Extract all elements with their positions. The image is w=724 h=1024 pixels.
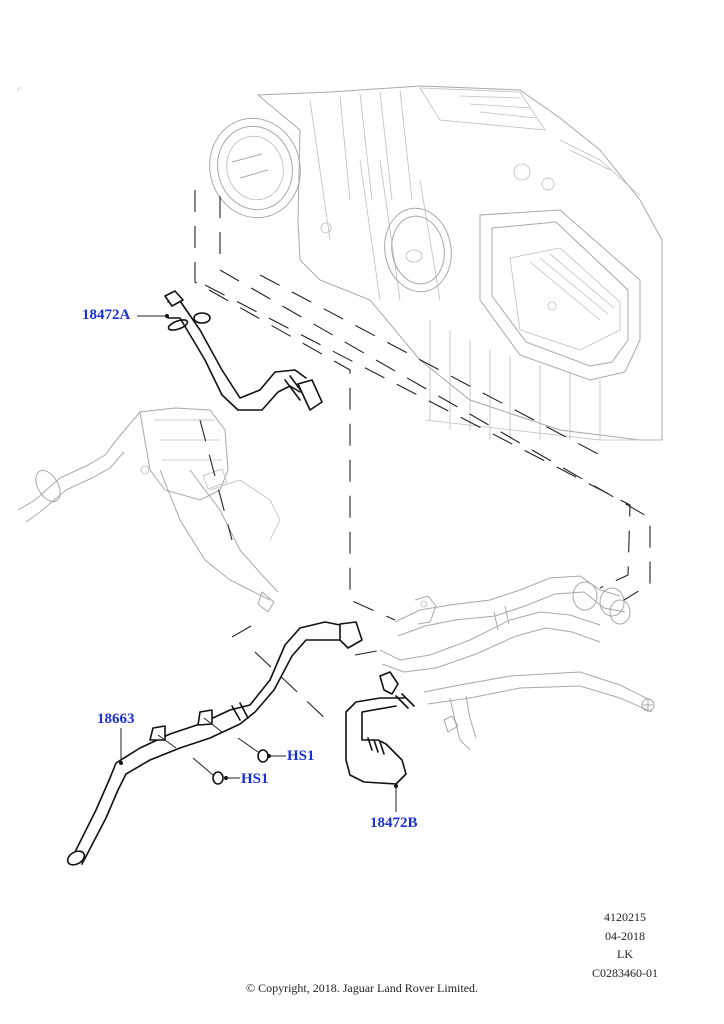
engine-coolant-pipes	[379, 575, 631, 673]
callout-hs1-upper[interactable]: HS1	[287, 748, 315, 764]
illustration-number: 4120215	[604, 910, 646, 924]
heater-hose-18472b[interactable]	[345, 671, 415, 812]
illustration-date: 04-2018	[605, 928, 645, 943]
water-pump-valve-assembly	[17, 407, 281, 613]
reference-block: 4120215 04-2018 LK C0283460-01	[570, 908, 680, 982]
callout-18472b[interactable]: 18472B	[370, 815, 418, 831]
corner-mark	[17, 87, 22, 92]
bolt-hs1-lower[interactable]	[192, 757, 240, 785]
assembly-guide-lines	[194, 190, 651, 726]
heater-pipe-18663[interactable]	[65, 621, 363, 868]
copyright-notice: © Copyright, 2018. Jaguar Land Rover Lim…	[245, 981, 479, 995]
heater-hvac-unit	[209, 85, 663, 441]
lower-coolant-tube	[423, 671, 655, 751]
callout-leaders	[119, 314, 169, 765]
heater-hose-18472a[interactable]	[164, 290, 323, 411]
bolt-hs1-upper[interactable]	[237, 737, 286, 763]
callout-18663[interactable]: 18663	[97, 711, 135, 727]
callout-hs1-lower[interactable]: HS1	[241, 771, 269, 787]
callout-18472a[interactable]: 18472A	[82, 307, 131, 323]
drawing-code: C0283460-01	[592, 965, 658, 980]
illustration-author: LK	[617, 947, 633, 961]
